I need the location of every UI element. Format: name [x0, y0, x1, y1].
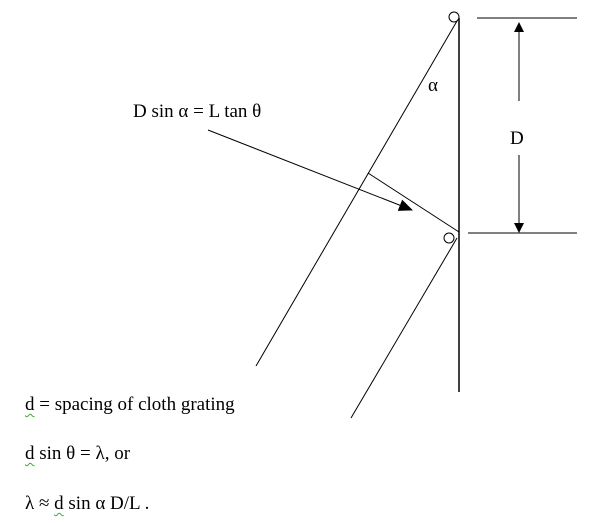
d-distance-label: D: [510, 128, 524, 149]
top-source-circle: [448, 11, 460, 23]
note-text: sin θ = λ, or: [34, 443, 131, 464]
note-line-2: d sin θ = λ, or: [25, 444, 130, 463]
note-var: d: [25, 394, 35, 415]
top-ray: [255, 20, 458, 367]
bottom-ray: [350, 237, 458, 419]
note-var: d: [54, 493, 64, 514]
note-text: sin α D/L .: [63, 493, 150, 514]
note-line-3: λ ≈ d sin α D/L .: [25, 494, 149, 513]
alpha-label: α: [428, 75, 438, 96]
note-line-1: d = spacing of cloth grating: [25, 395, 235, 414]
perpendicular-line: [367, 172, 460, 233]
note-var: d: [25, 443, 35, 464]
note-prefix: λ ≈: [25, 493, 55, 514]
bottom-source-circle: [443, 232, 455, 244]
note-text: = spacing of cloth grating: [34, 394, 235, 415]
relation-label: D sin α = L tan θ: [133, 101, 262, 122]
pointer-arrow: [207, 129, 413, 211]
